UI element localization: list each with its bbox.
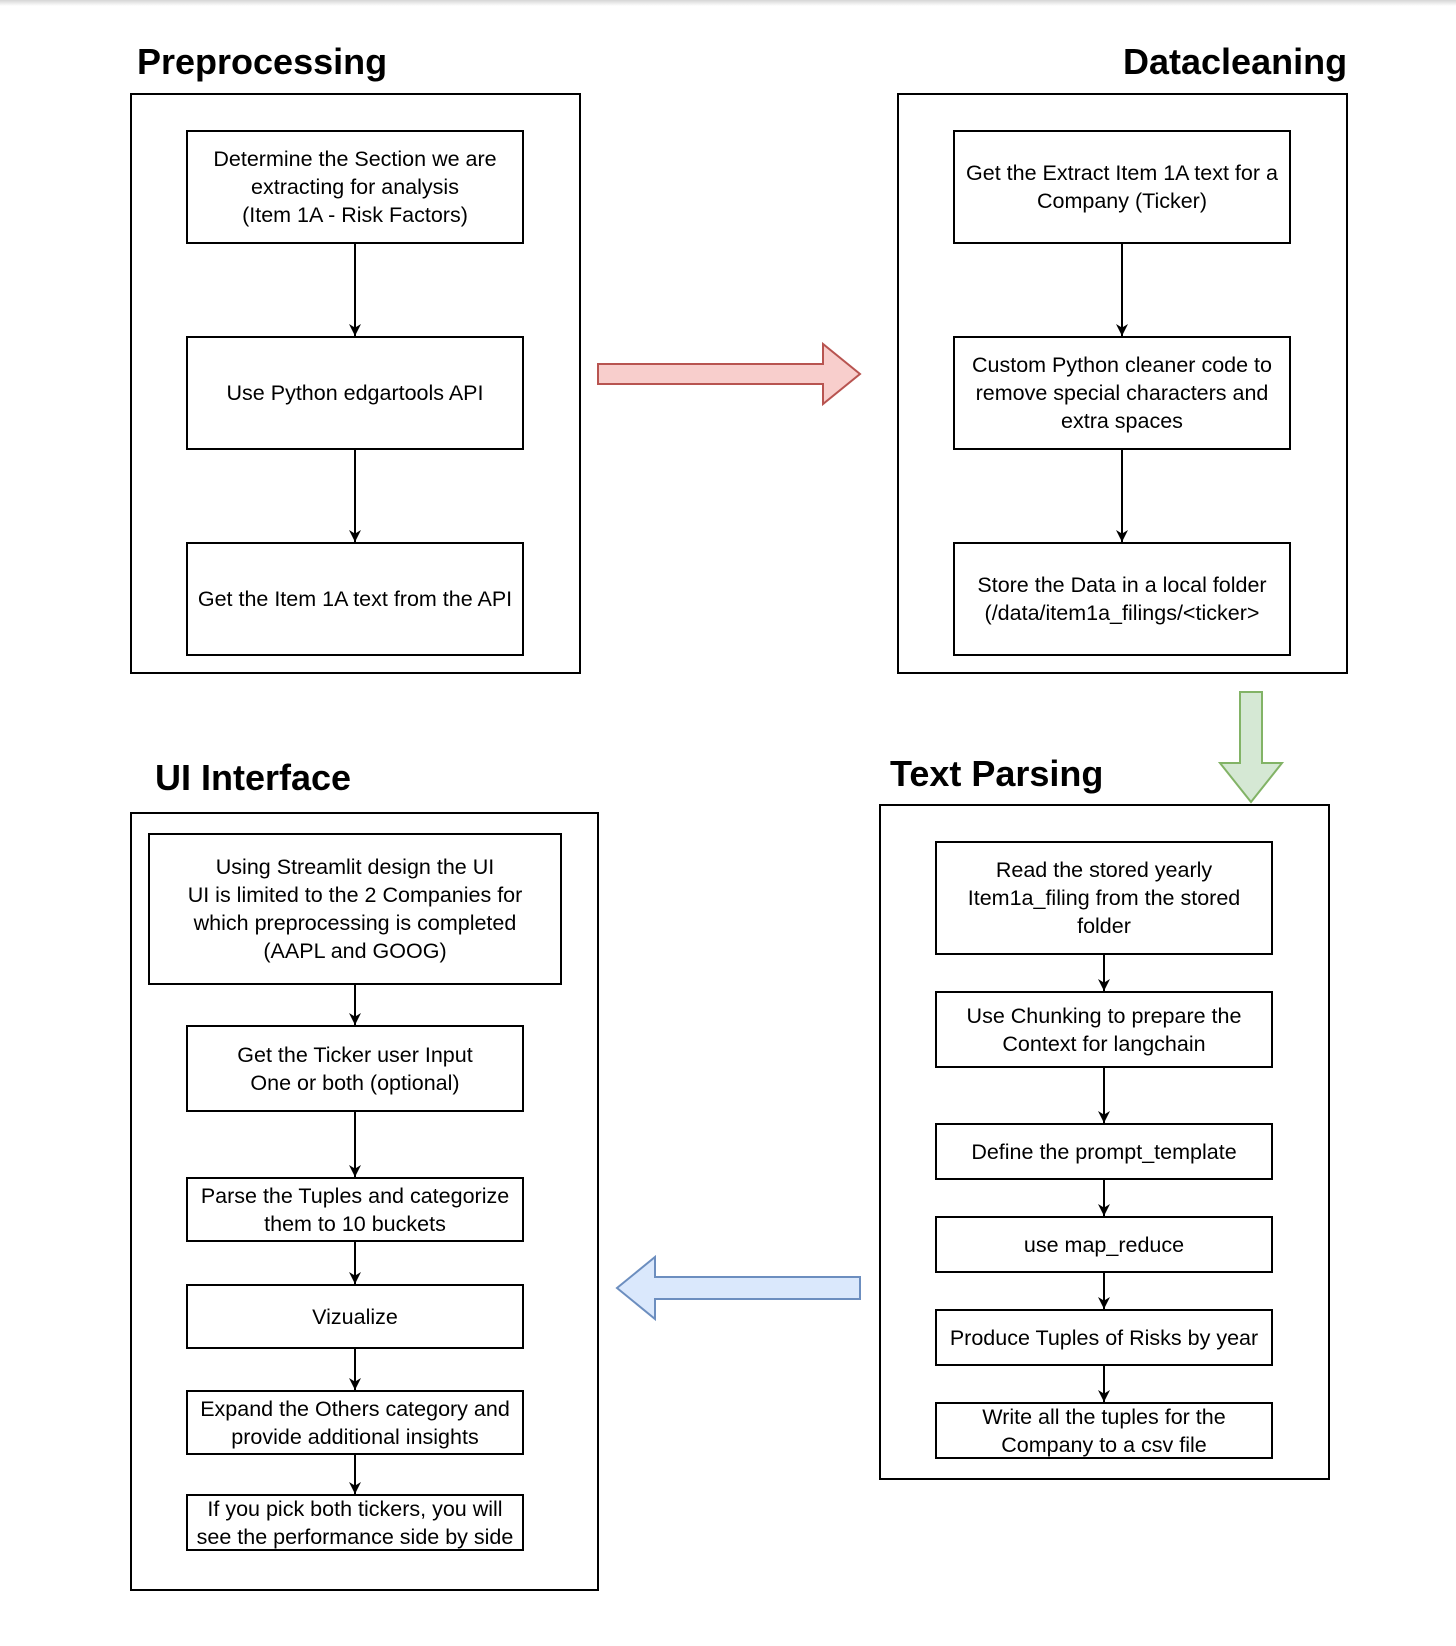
- flow-arrow-blue: [615, 1254, 861, 1322]
- preprocessing-step-3: Get the Item 1A text from the API: [186, 542, 524, 656]
- preprocessing-panel: [130, 93, 581, 674]
- ui-step-3: Parse the Tuples and categorize them to …: [186, 1177, 524, 1242]
- ui-step-4: Vizualize: [186, 1284, 524, 1349]
- datacleaning-step-3: Store the Data in a local folder (/data/…: [953, 542, 1291, 656]
- datacleaning-step-2: Custom Python cleaner code to remove spe…: [953, 336, 1291, 450]
- flow-arrow-green: [1217, 691, 1285, 804]
- text-parsing-title: Text Parsing: [890, 753, 1104, 794]
- datacleaning-step-1: Get the Extract Item 1A text for a Compa…: [953, 130, 1291, 244]
- ui-step-1: Using Streamlit design the UI UI is limi…: [148, 833, 562, 985]
- text-parsing-step-5: Produce Tuples of Risks by year: [935, 1309, 1273, 1366]
- text-parsing-step-4: use map_reduce: [935, 1216, 1273, 1273]
- preprocessing-step-1: Determine the Section we are extracting …: [186, 130, 524, 244]
- ui-step-2: Get the Ticker user Input One or both (o…: [186, 1025, 524, 1112]
- datacleaning-title: Datacleaning: [1123, 41, 1348, 82]
- datacleaning-panel: [897, 93, 1348, 674]
- text-parsing-panel: [879, 804, 1330, 1480]
- preprocessing-title: Preprocessing: [137, 41, 388, 82]
- ui-interface-panel: [130, 812, 599, 1591]
- text-parsing-step-1: Read the stored yearly Item1a_filing fro…: [935, 841, 1273, 955]
- flow-arrow-red: [597, 341, 862, 407]
- ui-step-6: If you pick both tickers, you will see t…: [186, 1494, 524, 1551]
- text-parsing-step-2: Use Chunking to prepare the Context for …: [935, 991, 1273, 1068]
- preprocessing-step-2: Use Python edgartools API: [186, 336, 524, 450]
- text-parsing-step-3: Define the prompt_template: [935, 1123, 1273, 1180]
- top-border: [0, 0, 1456, 6]
- text-parsing-step-6: Write all the tuples for the Company to …: [935, 1402, 1273, 1459]
- ui-interface-title: UI Interface: [155, 757, 352, 798]
- ui-step-5: Expand the Others category and provide a…: [186, 1390, 524, 1455]
